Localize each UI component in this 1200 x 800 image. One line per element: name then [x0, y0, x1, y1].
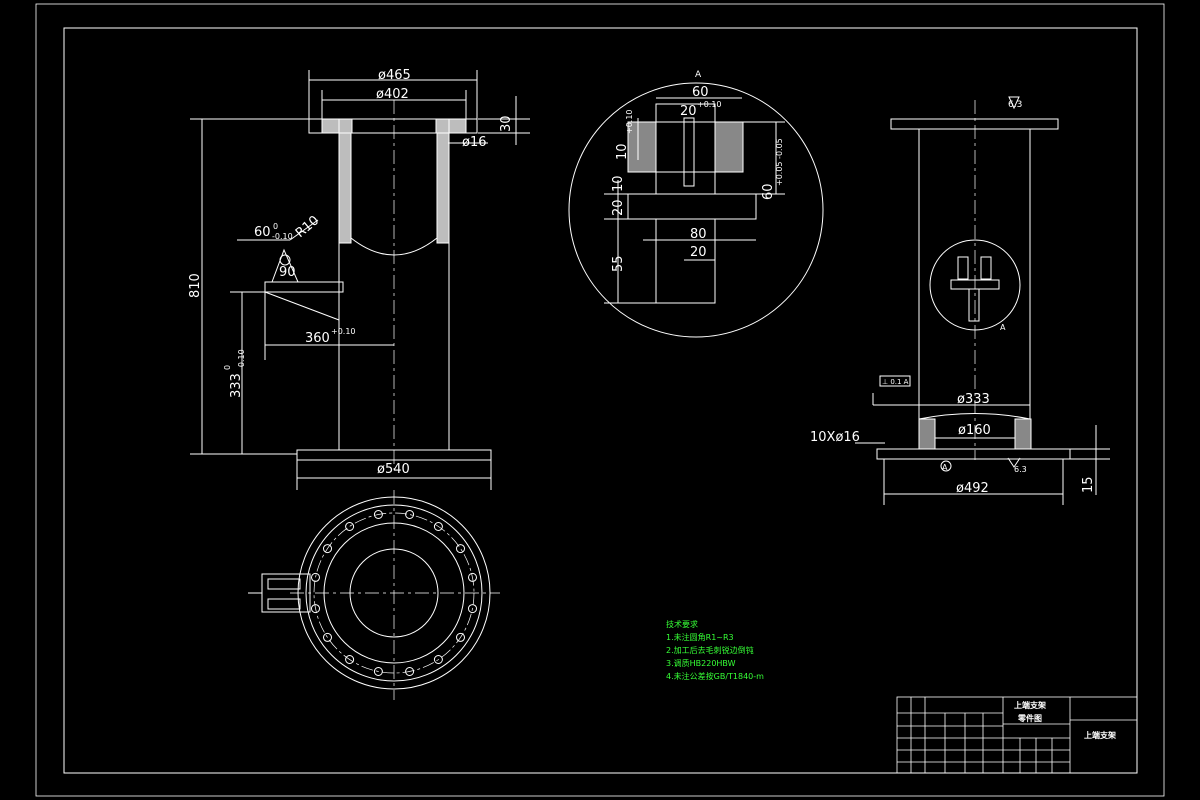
dim-flange-outer: ø465	[378, 68, 411, 83]
notes-item: 3.调质HB220HBW	[666, 659, 736, 668]
bolt-hole	[373, 510, 383, 519]
dim-lug-tol2: -0.10	[272, 232, 293, 241]
side-view	[855, 96, 1110, 505]
roughness-top: 6.3	[1008, 100, 1022, 110]
detail-dim-20-tol: +0.10	[697, 100, 722, 109]
detail-dim-60-right: 60	[761, 183, 776, 200]
side-detail-marker: A	[1000, 323, 1006, 332]
bolt-hole	[405, 667, 415, 676]
side-dim-holes: 10Xø16	[810, 430, 860, 445]
title-part-name: 上端支架	[1014, 701, 1046, 710]
detail-label: A	[695, 70, 702, 80]
detail-dim-80: 80	[690, 227, 707, 242]
dim-base: ø540	[377, 462, 410, 477]
dim-lug-tol: 0	[273, 222, 278, 231]
detail-dim-20-bottom: 20	[690, 245, 707, 260]
side-dim-333: ø333	[957, 392, 990, 407]
side-dim-15: 15	[1081, 476, 1096, 493]
dim-lug-height: 333	[229, 373, 244, 398]
bolt-hole	[323, 632, 332, 642]
bolt-holes	[311, 510, 477, 676]
detail-dim-10-left: 10	[611, 175, 626, 192]
bolt-hole	[433, 522, 443, 531]
notes-item: 4.未注公差按GB/T1840-m	[666, 672, 764, 681]
dim-lug-90: 90	[279, 265, 296, 280]
bolt-hole	[456, 544, 465, 554]
inner-border	[63, 27, 1138, 774]
bolt-hole	[323, 544, 332, 554]
side-dim-492: ø492	[956, 481, 989, 496]
detail-dim-10-tol: +0.10	[625, 109, 634, 134]
technical-notes: 技术要求 1.未注圆角R1~R3 2.加工后去毛刺锐边倒钝 3.调质HB220H…	[666, 618, 764, 683]
dim-top-thickness: 30	[499, 115, 514, 132]
dim-lug-width: 60	[254, 225, 271, 240]
bolt-hole	[468, 604, 477, 614]
side-dim-160: ø160	[958, 423, 991, 438]
bolt-hole	[345, 522, 355, 531]
title-part-subtitle: 零件图	[1018, 714, 1042, 723]
bolt-hole	[456, 632, 465, 642]
detail-dim-10: 10	[615, 143, 630, 160]
bolt-hole	[373, 667, 383, 676]
detail-dim-60-right-tol: +0.05 -0.05	[775, 138, 784, 186]
notes-item: 1.未注圆角R1~R3	[666, 633, 734, 642]
detail-dim-20: 20	[680, 104, 697, 119]
bottom-view	[248, 490, 500, 700]
detail-dim-55: 55	[611, 255, 626, 272]
bolt-hole	[405, 510, 415, 519]
detail-view-a	[568, 82, 824, 338]
bolt-hole	[468, 572, 477, 582]
front-view	[190, 70, 530, 490]
detail-dim-20-left: 20	[611, 199, 626, 216]
title-drawing-name: 上端支架	[1084, 731, 1116, 740]
bolt-hole	[433, 655, 443, 664]
dim-bore: ø402	[376, 87, 409, 102]
tolerance-frame: ⊥ 0.1 A	[882, 378, 909, 386]
bolt-hole	[311, 572, 320, 582]
notes-title: 技术要求	[666, 620, 698, 629]
title-block	[896, 696, 1138, 774]
datum-label: A	[942, 463, 948, 472]
dim-lug-offset-tol: +0.10	[331, 327, 356, 336]
roughness-bottom: 6.3	[1014, 465, 1027, 474]
bolt-hole	[345, 655, 355, 664]
dim-total-height: 810	[188, 273, 203, 298]
dim-lug-offset: 360	[305, 331, 330, 346]
dim-lug-height-tol: 0	[223, 365, 232, 370]
dim-radius: R10	[293, 213, 322, 241]
dim-lug-height-tol2: -0.10	[237, 349, 246, 370]
outer-border	[35, 3, 1165, 797]
detail-dim-60: 60	[692, 85, 709, 100]
bolt-hole	[311, 604, 320, 614]
notes-item: 2.加工后去毛刺锐边倒钝	[666, 646, 754, 655]
dim-bolt-hole: ø16	[462, 135, 487, 150]
